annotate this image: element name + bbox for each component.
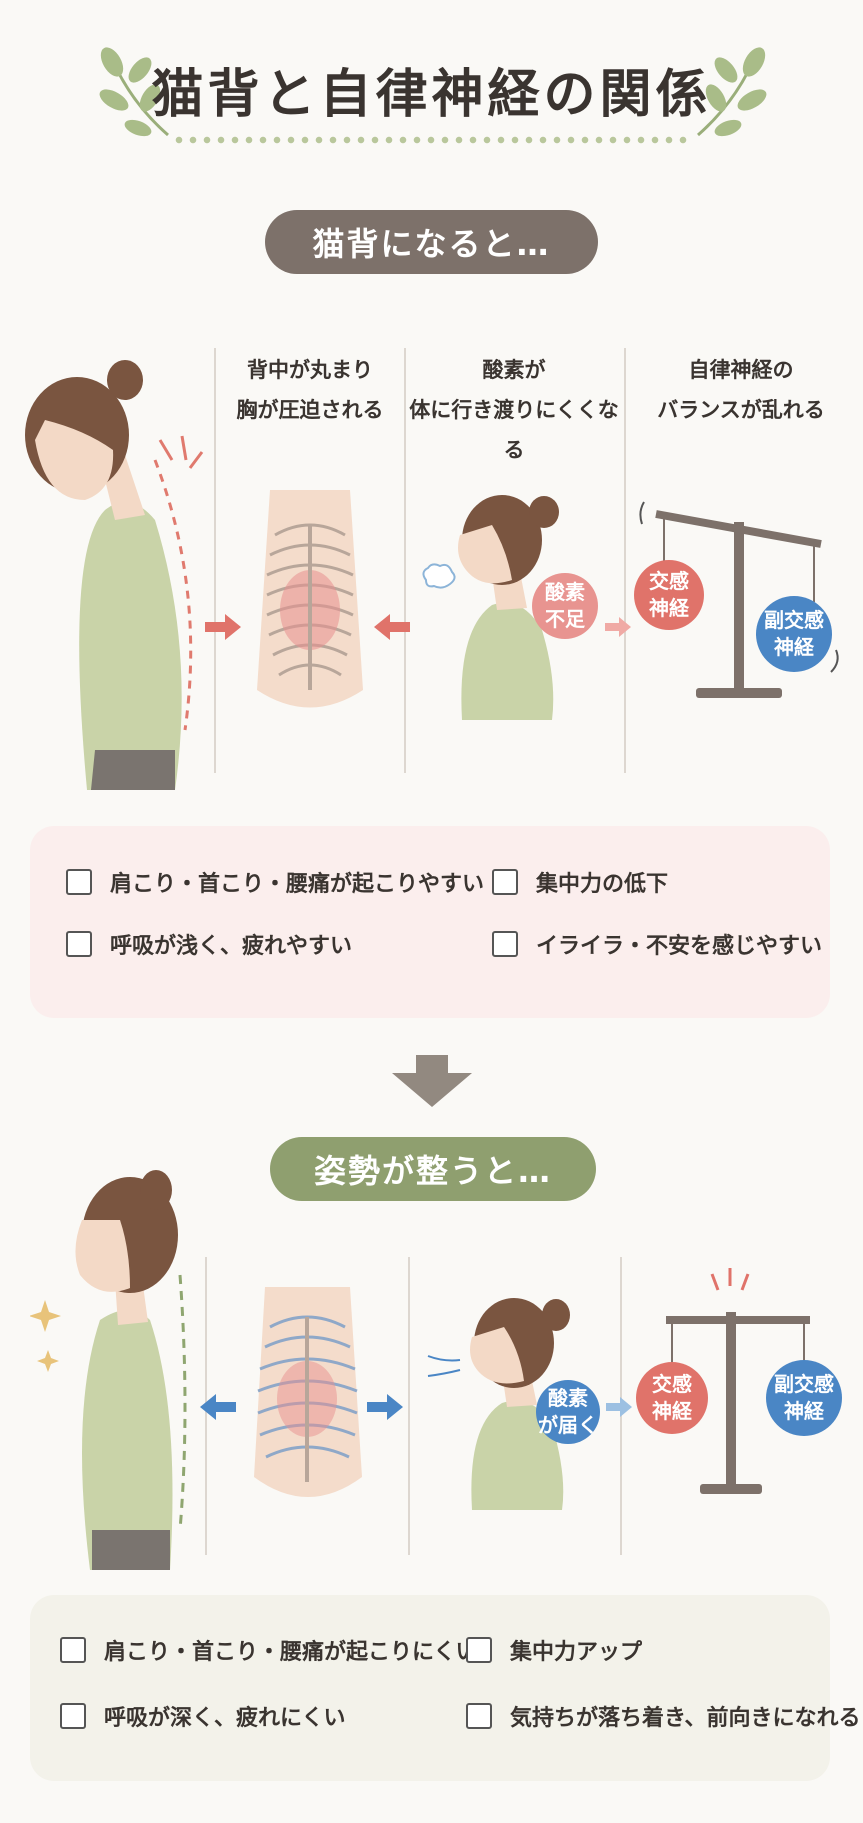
checkbox-icon bbox=[466, 1703, 492, 1729]
checkbox-icon bbox=[66, 869, 92, 895]
tilted-balance-scale-icon bbox=[639, 501, 839, 698]
compressed-ribcage-illustration bbox=[257, 490, 363, 708]
good-check-item-3: 呼吸が深く、疲れにくい bbox=[60, 1700, 346, 1732]
sympathetic-nerve-badge: 交感 神経 bbox=[636, 1362, 708, 1434]
down-arrow-icon bbox=[392, 1055, 472, 1107]
woman-profile-illustration bbox=[458, 495, 559, 720]
arrow-left-red-icon bbox=[374, 614, 410, 640]
divider-2 bbox=[404, 348, 406, 773]
divider-5 bbox=[408, 1257, 410, 1555]
bad-check-item-3: 呼吸が浅く、疲れやすい bbox=[66, 928, 352, 960]
breath-puff-icon bbox=[422, 563, 456, 589]
step-caption-1: 背中が丸まり胸が圧迫される bbox=[236, 358, 384, 422]
checkbox-icon bbox=[492, 931, 518, 957]
arrow-right-red-icon bbox=[205, 614, 241, 640]
leaf-branch-right-icon bbox=[697, 47, 767, 137]
checkbox-icon bbox=[66, 931, 92, 957]
good-posture-heading: 姿勢が整うと… bbox=[270, 1137, 596, 1201]
good-effects-panel bbox=[30, 1595, 830, 1781]
dotted-divider bbox=[172, 136, 692, 144]
checkbox-icon bbox=[60, 1637, 86, 1663]
breath-lines-icon bbox=[427, 1355, 461, 1377]
step-caption-2: 酸素が体に行き渡りにくくなる bbox=[409, 358, 619, 462]
checkbox-icon bbox=[466, 1637, 492, 1663]
good-check-item-1: 肩こり・首こり・腰痛が起こりにくい bbox=[60, 1634, 478, 1666]
good-check-item-2: 集中力アップ bbox=[466, 1634, 642, 1666]
strain-lines-icon bbox=[158, 435, 204, 469]
page-title: 猫背と自律神経の関係 bbox=[151, 65, 712, 125]
parasympathetic-nerve-badge: 副交感 神経 bbox=[766, 1360, 842, 1436]
bad-check-item-1: 肩こり・首こり・腰痛が起こりやすい bbox=[66, 866, 484, 898]
checkbox-icon bbox=[60, 1703, 86, 1729]
arrow-right-faint-icon bbox=[605, 617, 631, 637]
sympathetic-nerve-badge: 交感 神経 bbox=[634, 560, 704, 630]
expanded-ribcage-illustration bbox=[254, 1287, 362, 1497]
balanced-scale-icon bbox=[666, 1268, 810, 1494]
divider-3 bbox=[624, 348, 626, 773]
bad-check-item-2: 集中力の低下 bbox=[492, 866, 668, 898]
parasympathetic-nerve-badge: 副交感 神経 bbox=[756, 596, 832, 672]
step-caption-3: 自律神経のバランスが乱れる bbox=[657, 358, 825, 422]
leaf-branch-left-icon bbox=[99, 47, 169, 137]
oxygen-reach-badge: 酸素 が届く bbox=[536, 1380, 600, 1444]
arrow-right-blue-icon bbox=[367, 1394, 403, 1420]
bad-posture-heading: 猫背になると… bbox=[265, 210, 598, 274]
good-check-item-4: 気持ちが落ち着き、前向きになれる bbox=[466, 1700, 860, 1732]
bad-effects-panel bbox=[30, 826, 830, 1018]
slouched-woman-illustration bbox=[25, 360, 193, 790]
divider-1 bbox=[214, 348, 216, 773]
arrow-left-blue-icon bbox=[200, 1394, 236, 1420]
upright-woman-illustration bbox=[30, 1170, 187, 1570]
bad-check-item-4: イライラ・不安を感じやすい bbox=[492, 928, 822, 960]
checkbox-icon bbox=[492, 869, 518, 895]
arrow-right-faint-blue-icon bbox=[606, 1397, 632, 1417]
oxygen-lack-badge: 酸素 不足 bbox=[532, 573, 598, 639]
